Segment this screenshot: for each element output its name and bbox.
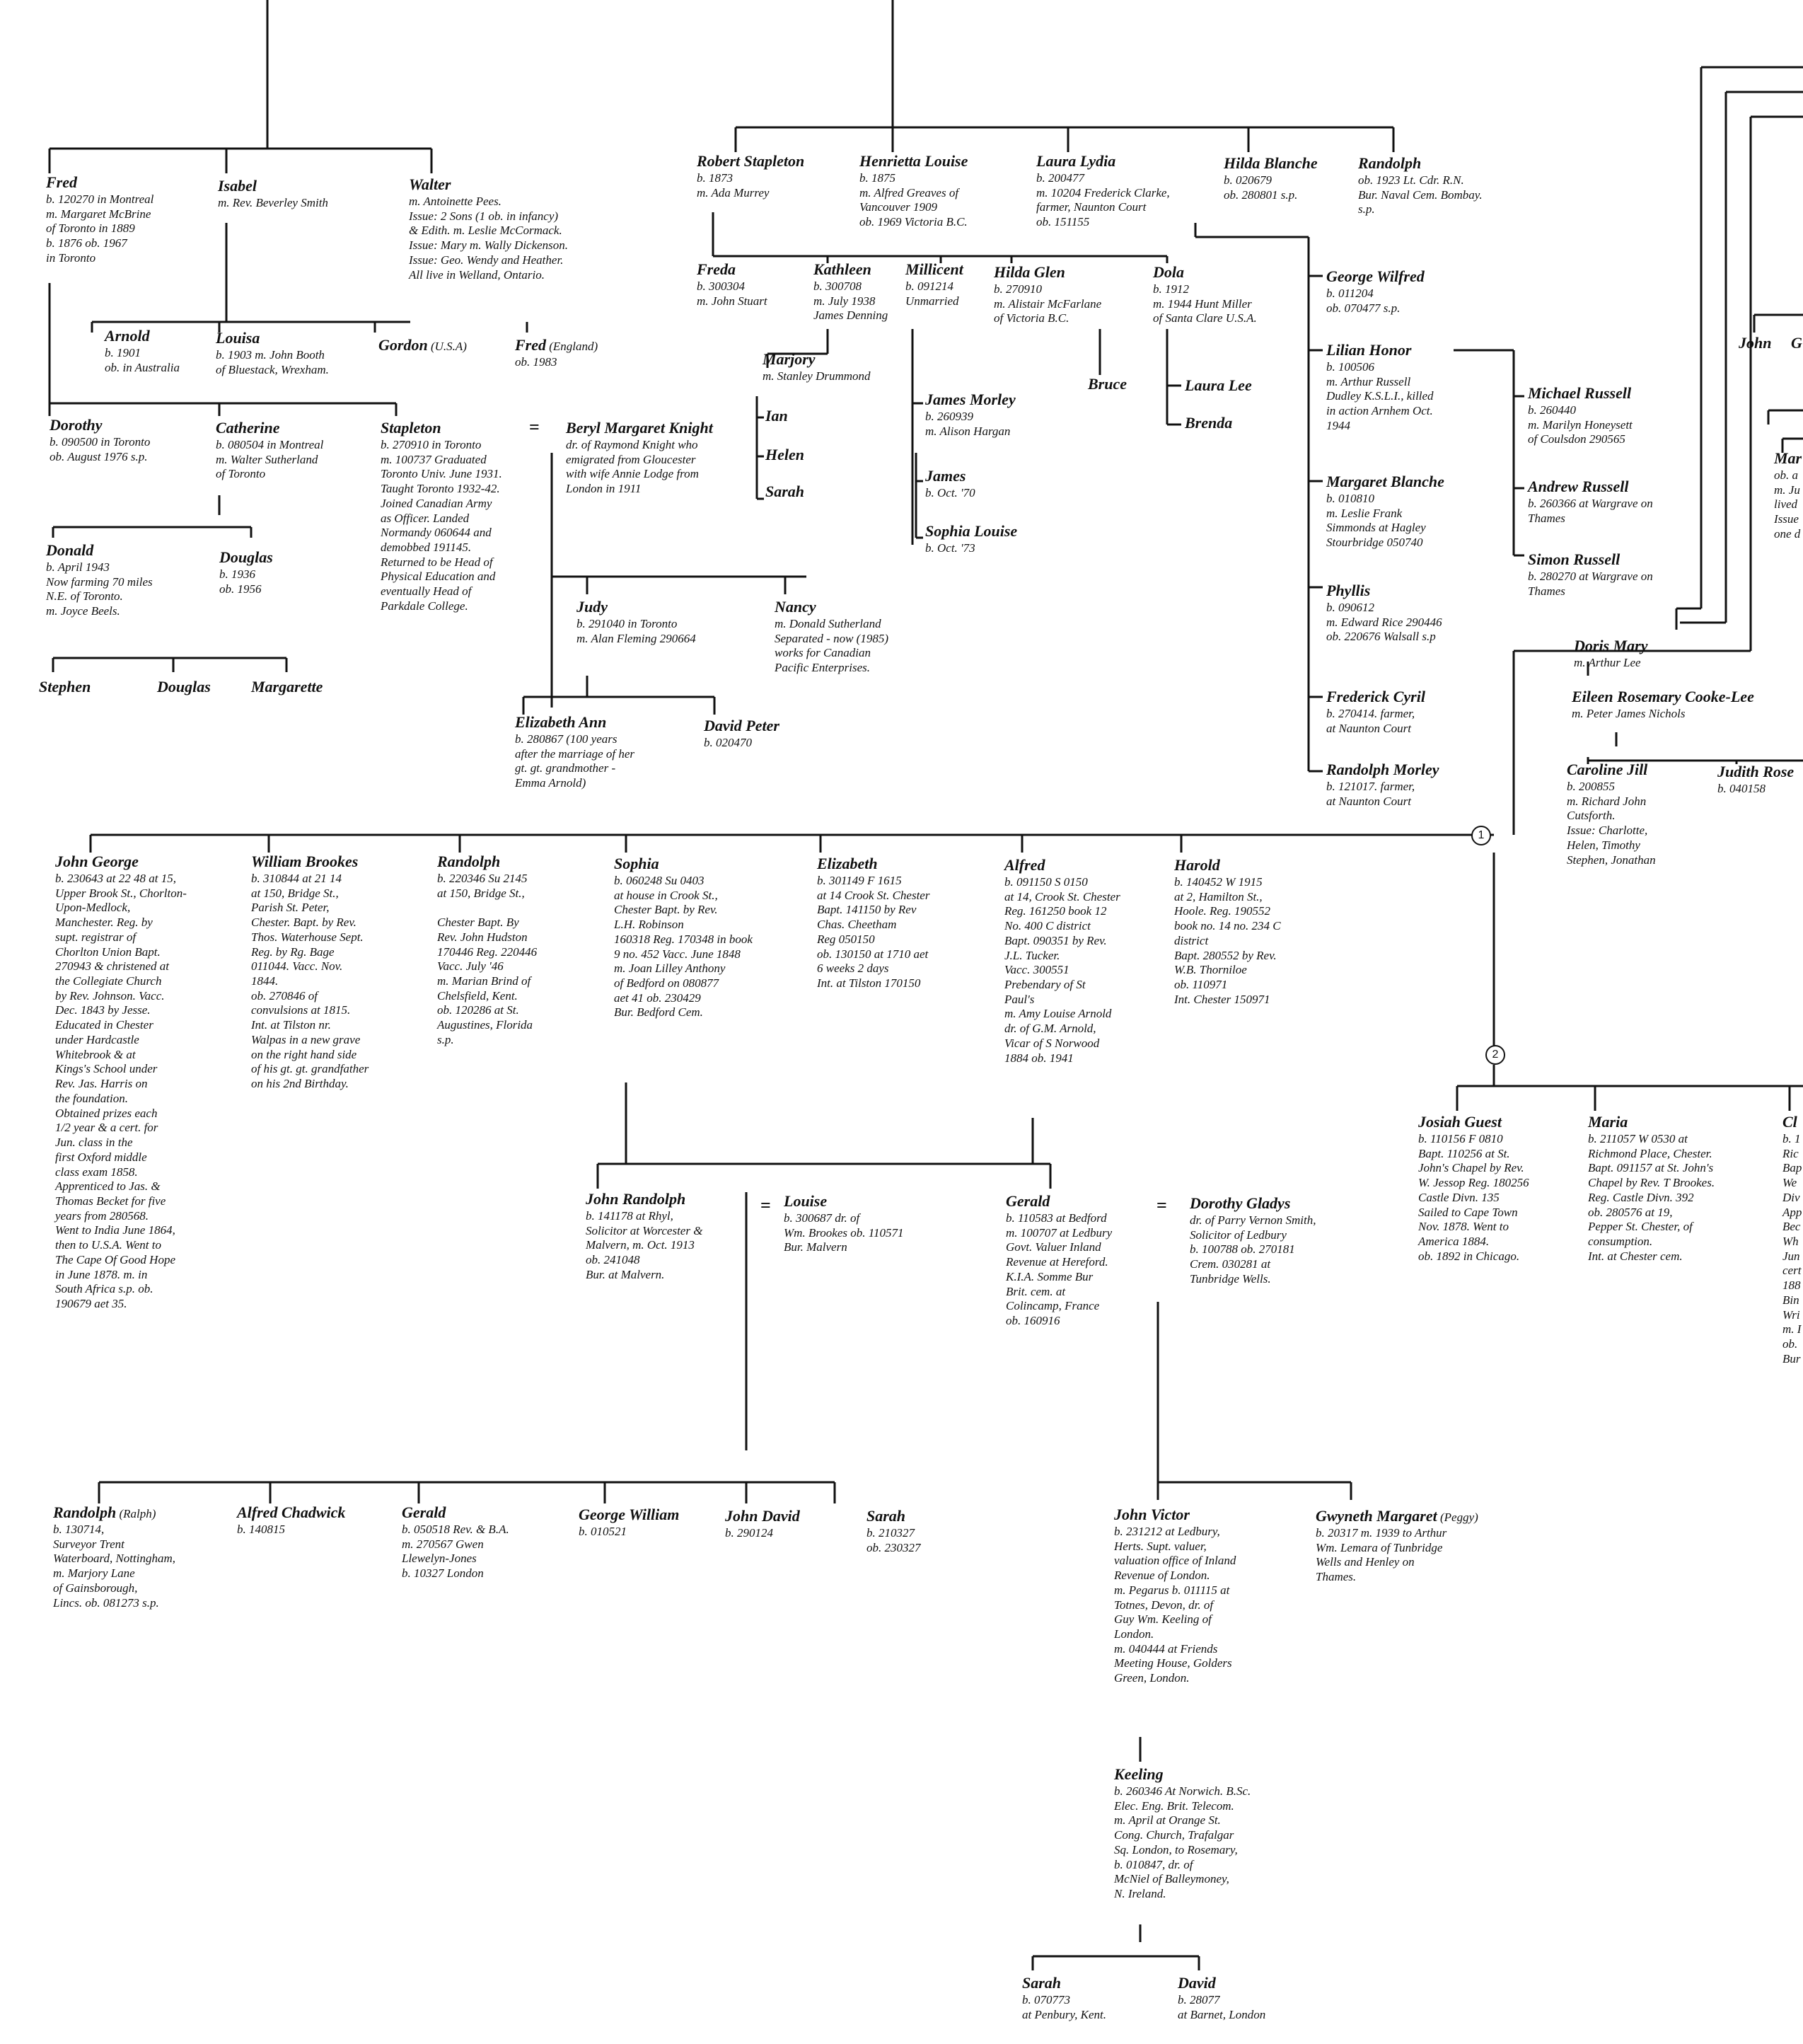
person-gwyneth-margaret: Gwyneth Margaret (Peggy)b. 20317 m. 1939… xyxy=(1316,1507,1478,1584)
marriage-sign: = xyxy=(529,417,540,437)
generation-marker-2: 2 xyxy=(1485,1045,1505,1065)
person-laura-lee: Laura Lee xyxy=(1185,376,1252,394)
person-bruce: Bruce xyxy=(1088,375,1127,393)
person-douglas-child: Douglas xyxy=(157,678,211,695)
person-margarette: Margarette xyxy=(251,678,323,695)
person-ian: Ian xyxy=(765,407,788,425)
person-sarah-drummond: Sarah xyxy=(765,483,805,500)
person-helen: Helen xyxy=(765,446,804,463)
person-brenda: Brenda xyxy=(1185,414,1233,432)
marriage-sign: = xyxy=(1156,1195,1167,1216)
marriage-sign: = xyxy=(760,1195,771,1216)
person-gordon: Gordon (U.S.A) xyxy=(378,336,467,354)
person-john: John xyxy=(1739,334,1772,352)
person-g-partial: G xyxy=(1791,334,1802,352)
generation-marker-1: 1 xyxy=(1471,826,1491,845)
person-fred-england: Fred (England)ob. 1983 xyxy=(515,336,598,369)
person-randolph-ralph: Randolph (Ralph)b. 130714, Surveyor Tren… xyxy=(53,1503,176,1610)
person-stephen: Stephen xyxy=(39,678,91,695)
